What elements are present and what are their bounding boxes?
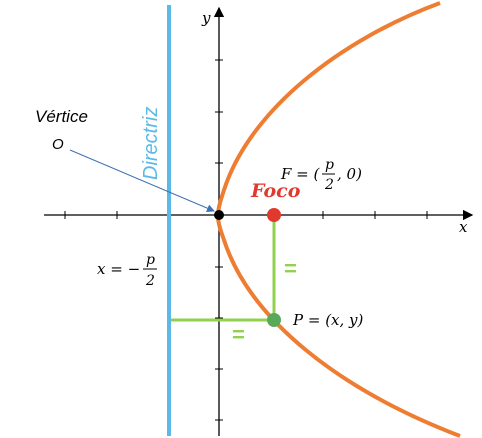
vertex-label: Vértice <box>35 107 88 126</box>
vertex-arrow <box>69 149 215 212</box>
svg-text:p: p <box>146 252 155 268</box>
directrix-equation: x = − p 2 <box>97 252 157 289</box>
point-p-label: P = (x, y) <box>292 311 364 329</box>
x-axis-label: x <box>459 218 468 236</box>
y-axis-label: y <box>201 9 211 27</box>
equal-mark-vertical: = <box>284 256 297 281</box>
svg-text:p: p <box>325 157 334 173</box>
focus-point <box>267 208 281 222</box>
axis-ticks <box>64 59 428 421</box>
svg-text:, 0): , 0) <box>337 165 362 183</box>
focus-equation: F = ( p 2 , 0) <box>280 157 362 193</box>
vertex-point <box>214 210 224 220</box>
parabola-curve <box>216 1 461 438</box>
focus-label: Foco <box>250 180 301 202</box>
svg-text:2: 2 <box>324 177 334 193</box>
svg-text:F = (: F = ( <box>280 165 321 183</box>
svg-text:x = −: x = − <box>97 260 140 278</box>
svg-text:2: 2 <box>145 273 155 289</box>
point-p <box>267 313 281 327</box>
equal-mark-horizontal: = <box>232 322 245 347</box>
directrix-label: Directriz <box>140 107 162 180</box>
vertex-origin-label: O <box>52 136 64 153</box>
